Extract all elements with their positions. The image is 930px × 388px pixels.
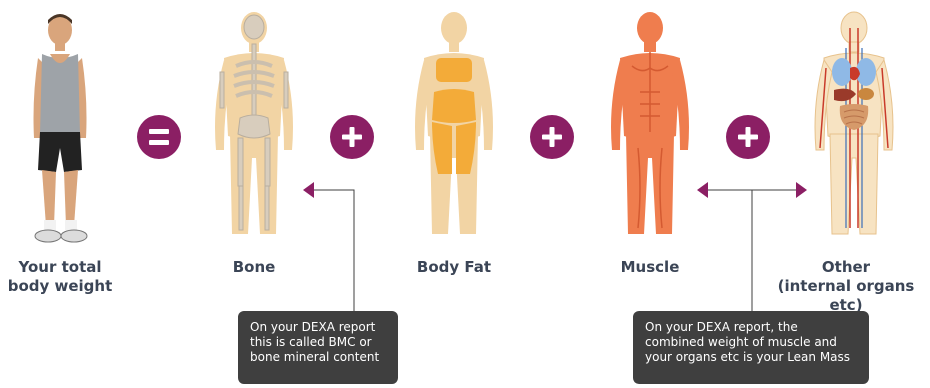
callout-line: bone mineral content <box>250 350 388 365</box>
callout-line: combined weight of muscle and <box>645 335 859 350</box>
lean-mass-connector-line <box>708 190 796 312</box>
arrow-left-icon <box>697 182 708 198</box>
callout-line: On your DEXA report, the <box>645 320 859 335</box>
callout-line: On your DEXA report <box>250 320 388 335</box>
callout-line: this is called BMC or <box>250 335 388 350</box>
bmc-connector-line <box>314 190 354 312</box>
bmc-callout: On your DEXA report this is called BMC o… <box>238 311 398 384</box>
callout-line: your organs etc is your Lean Mass <box>645 350 859 365</box>
arrow-left-icon <box>303 182 314 198</box>
lean-mass-callout: On your DEXA report, the combined weight… <box>633 311 869 384</box>
arrow-right-icon <box>796 182 807 198</box>
